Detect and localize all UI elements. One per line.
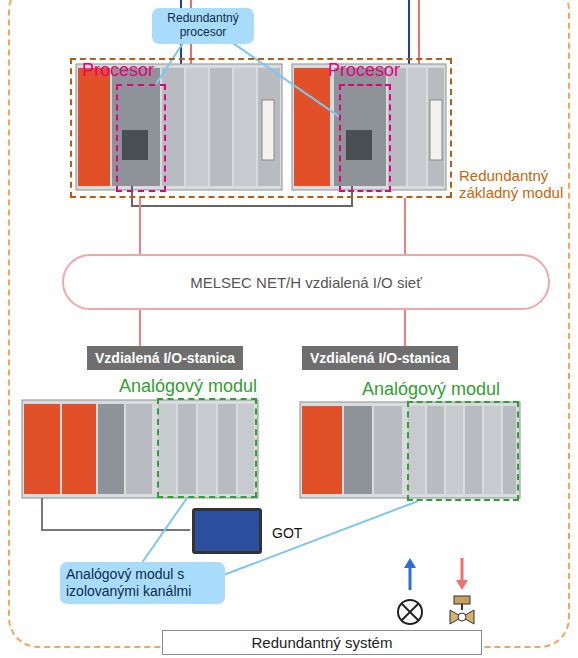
node-text: Redundantný systém — [162, 630, 482, 655]
node-text: Procesor — [82, 60, 154, 81]
io-rack-right-part — [503, 406, 516, 494]
leader-line — [234, 44, 339, 117]
io-rack-right-part — [300, 402, 520, 498]
plc-rack-right-part — [428, 68, 444, 186]
node-text: Redundantný základný modul — [459, 167, 577, 202]
plc-rack-right — [292, 64, 446, 190]
lamp-symbol-part — [402, 604, 418, 620]
lamp-symbol-part — [402, 604, 418, 620]
uplink-lines-part — [418, 0, 420, 64]
valve-symbol — [450, 596, 474, 624]
plc-rack-right-part — [346, 130, 372, 160]
callout-box: Analógový modul s izolovanými kanálmi — [60, 562, 225, 604]
network-link — [139, 198, 141, 254]
node-text: Vzdialená I/O-stanica — [95, 350, 235, 366]
plc-rack-left-part — [186, 68, 208, 186]
processor-frame: Procesor — [116, 84, 166, 192]
io-rack-right-part — [408, 406, 425, 494]
network-link — [404, 310, 406, 346]
leader-line — [143, 498, 188, 562]
io-rack-left-part — [238, 404, 254, 494]
io-rack-left-part — [158, 404, 176, 494]
io-rack-left-part — [24, 404, 60, 494]
io-rack-left-part — [62, 404, 96, 494]
io-rack-left-part — [198, 404, 216, 494]
plc-rack-left-part — [76, 64, 282, 190]
plc-rack-left — [76, 64, 282, 190]
station-label: Vzdialená I/O-stanica — [302, 346, 458, 370]
io-rack-right-part — [465, 406, 482, 494]
io-rack-right-part — [446, 406, 463, 494]
network-link — [405, 310, 406, 346]
leader-line — [143, 498, 188, 562]
io-rack-left-part — [22, 400, 258, 498]
plc-rack-right-part — [292, 64, 446, 190]
analog-frame: Analógový modul — [407, 401, 519, 501]
network-link — [140, 310, 141, 346]
node-text: GOT — [272, 525, 302, 541]
plc-rack-right-part — [430, 100, 442, 160]
valve-symbol-part — [454, 596, 470, 604]
node-text: MELSEC NET/H vzdialená I/O sieť — [190, 274, 422, 291]
lamp-symbol — [398, 600, 422, 624]
signal-arrows-part — [404, 558, 416, 568]
node-text: Procesor — [328, 60, 400, 81]
node-text: Vzdialená I/O-stanica — [310, 350, 450, 366]
network-link — [140, 198, 141, 254]
node-text: Analógový modul s izolovanými kanálmi — [66, 566, 219, 600]
io-rack-left-part — [178, 404, 196, 494]
io-rack-left-part — [126, 404, 152, 494]
processor-frame: Procesor — [339, 84, 391, 192]
leader-line — [156, 44, 183, 84]
plc-rack-left-part — [78, 68, 110, 186]
signal-arrows-part — [456, 580, 468, 590]
uplink-lines-part — [408, 0, 410, 64]
valve-symbol-part — [458, 613, 466, 621]
io-rack-right-part — [302, 406, 342, 494]
station-label: Vzdialená I/O-stanica — [87, 346, 243, 370]
io-rack-left-part — [98, 404, 124, 494]
io-rack-right-part — [344, 406, 372, 494]
plc-rack-left-part — [262, 100, 274, 160]
system-region: Redundantný systémRedundantný základný m… — [8, 0, 570, 648]
io-rack-left-part — [218, 404, 236, 494]
signal-arrows-part — [409, 566, 412, 590]
network-link — [139, 310, 141, 346]
plc-rack-left-part — [122, 130, 148, 160]
io-rack-right — [300, 402, 520, 498]
signal-arrows — [404, 558, 468, 590]
plc-rack-right-part — [408, 68, 426, 186]
network-link — [404, 198, 406, 254]
node-text: Redundantný procesor — [158, 12, 248, 40]
valve-symbol-part — [461, 604, 463, 610]
plc-rack-left-part — [210, 68, 232, 186]
plc-rack-right-part — [294, 68, 330, 186]
io-rack-left — [22, 400, 258, 498]
base-module-frame: Redundantný základný modulProcesorProces… — [70, 58, 452, 198]
network-band: MELSEC NET/H vzdialená I/O sieť — [62, 254, 550, 310]
got-panel: GOT — [192, 508, 262, 554]
valve-symbol-part — [450, 610, 474, 624]
node-text: Analógový modul — [119, 376, 257, 397]
plc-rack-left-part — [258, 68, 280, 186]
callout-box: Redundantný procesor — [152, 8, 254, 44]
io-rack-right-part — [374, 406, 402, 494]
node-text: Analógový modul — [362, 379, 500, 400]
leader-line — [156, 44, 183, 84]
signal-arrows-part — [461, 558, 464, 582]
io-rack-right-part — [484, 406, 501, 494]
io-rack-right-part — [427, 406, 444, 494]
network-link — [405, 198, 406, 254]
analog-frame: Analógový modul — [157, 398, 257, 498]
leader-line — [234, 44, 339, 117]
lamp-symbol-part — [398, 600, 422, 624]
plc-rack-left-part — [234, 68, 256, 186]
